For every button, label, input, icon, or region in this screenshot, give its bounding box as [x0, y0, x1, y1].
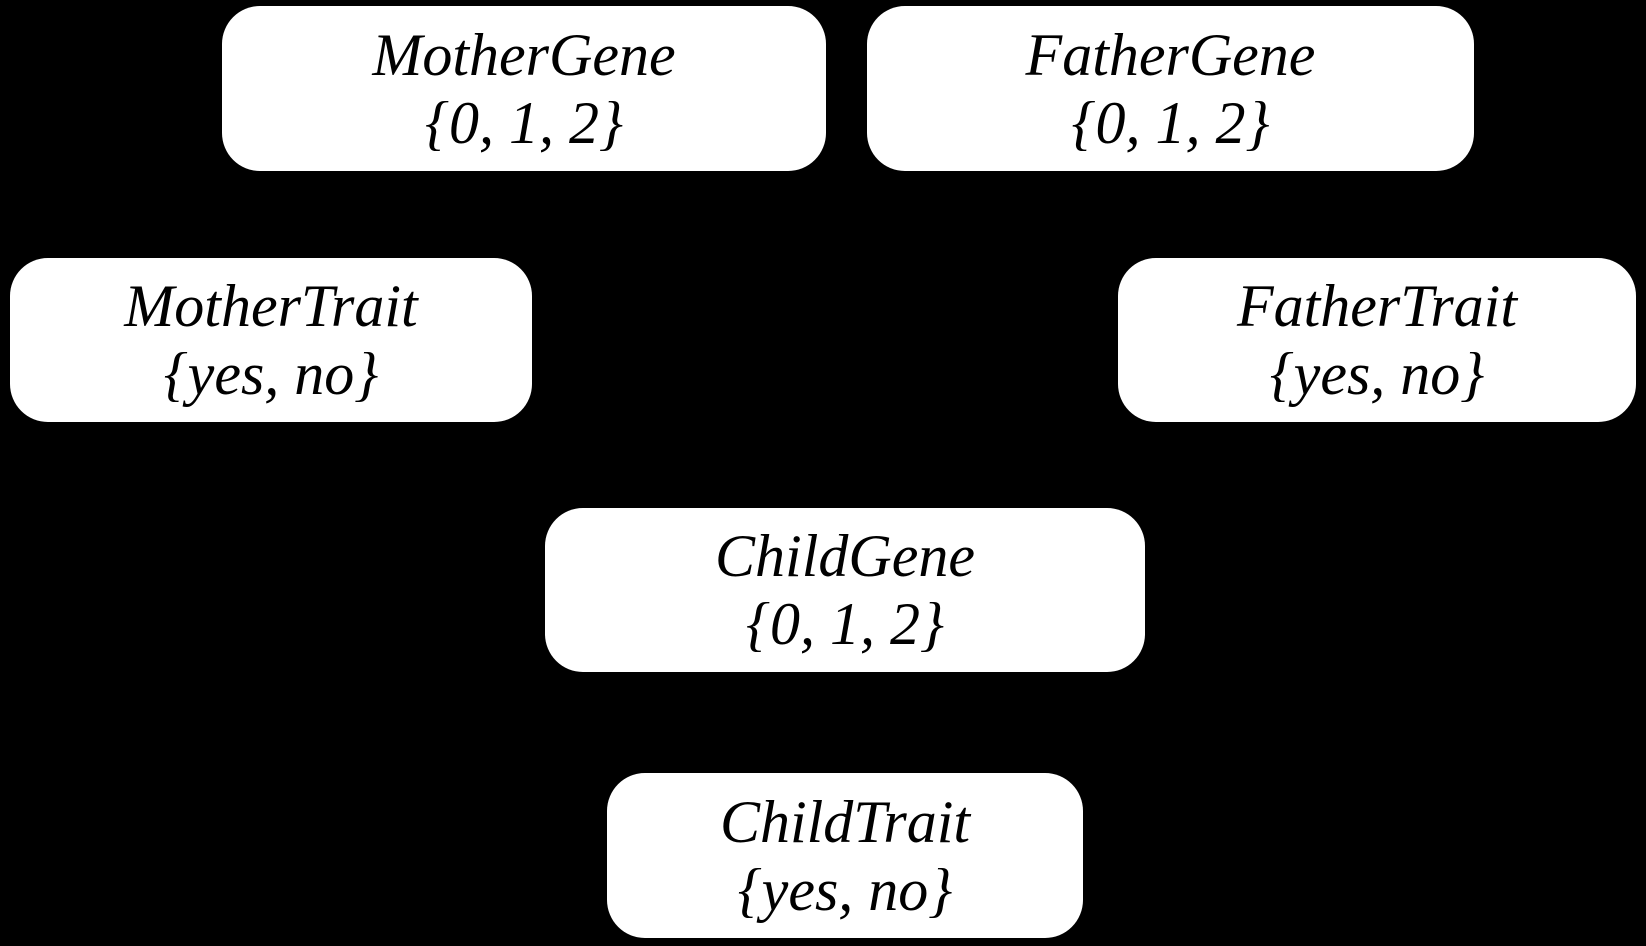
mother-gene-label: MotherGene [372, 21, 676, 88]
mother-gene-values: {0, 1, 2} [425, 89, 623, 156]
child-gene-values: {0, 1, 2} [746, 591, 944, 657]
mother-trait-label: MotherTrait [124, 273, 418, 339]
mother-trait-values: {yes, no} [163, 341, 379, 407]
node-mother-trait: MotherTrait {yes, no} [10, 258, 532, 422]
father-trait-label: FatherTrait [1236, 273, 1518, 339]
child-gene-label: ChildGene [715, 523, 975, 589]
father-trait-values: {yes, no} [1269, 341, 1485, 407]
father-gene-values: {0, 1, 2} [1071, 89, 1270, 156]
node-child-gene: ChildGene {0, 1, 2} [545, 508, 1145, 672]
node-child-trait: ChildTrait {yes, no} [607, 773, 1083, 938]
node-mother-gene: MotherGene {0, 1, 2} [222, 6, 826, 171]
node-father-gene: FatherGene {0, 1, 2} [867, 6, 1474, 171]
father-gene-label: FatherGene [1025, 21, 1316, 88]
child-trait-values: {yes, no} [737, 856, 953, 923]
node-father-trait: FatherTrait {yes, no} [1118, 258, 1636, 422]
child-trait-label: ChildTrait [719, 788, 971, 855]
